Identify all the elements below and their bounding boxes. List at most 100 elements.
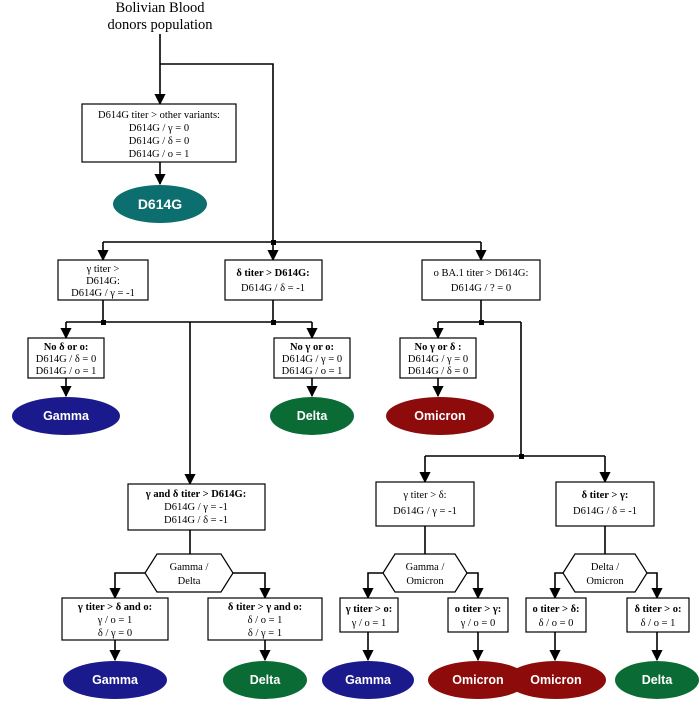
oval-omicron [506,661,606,699]
title-line-1: Bolivian Blood [115,0,205,16]
svg-text:γ titer >: γ titer > [86,264,120,275]
svg-text:Delta: Delta [642,673,674,687]
svg-text:D614G / ? = 0: D614G / ? = 0 [451,283,511,294]
svg-text:γ titer > δ and o:: γ titer > δ and o: [77,602,152,613]
svg-text:Gamma: Gamma [43,409,90,423]
svg-text:Gamma: Gamma [345,673,392,687]
svg-text:Gamma /: Gamma / [170,562,209,573]
svg-text:No δ or o:: No δ or o: [44,342,89,353]
svg-text:D614G / δ = -1: D614G / δ = -1 [241,283,305,294]
oval-omicron [428,661,528,699]
oval-gamma [322,661,414,699]
junction-dot [479,320,484,325]
svg-text:D614G:: D614G: [86,276,120,287]
svg-text:Gamma /: Gamma / [406,562,445,573]
svg-text:δ / o = 1: δ / o = 1 [248,615,283,626]
oval-omicron [386,397,494,435]
oval-gamma [12,397,120,435]
junction-dot [271,240,276,245]
svg-text:δ titer > D614G:: δ titer > D614G: [236,268,309,279]
box-gamma-titer-greater-than-o: γ titer > o: γ / o = 1 [339,597,399,633]
svg-text:Delta: Delta [250,673,282,687]
svg-text:Delta /: Delta / [591,562,619,573]
svg-text:D614G / δ = -1: D614G / δ = -1 [164,515,228,526]
outcome-gamma-2: Gamma [63,661,167,699]
svg-text:D614G / o = 1: D614G / o = 1 [282,366,343,377]
hex-gamma-omicron: Gamma / Omicron [382,553,468,593]
svg-text:D614G / δ = 0: D614G / δ = 0 [36,354,96,365]
svg-text:δ / o = 0: δ / o = 0 [539,618,574,629]
oval-delta [615,661,699,699]
svg-text:o BA.1 titer > D614G:: o BA.1 titer > D614G: [434,268,529,279]
junction-dot [101,320,106,325]
outcome-d614g: D614G [113,185,207,223]
junction-dots [101,240,524,459]
box-no-gamma-or-o: No γ or o: D614G / γ = 0 D614G / o = 1 [273,337,351,379]
box-no-gamma-or-delta: No γ or δ : D614G / γ = 0 D614G / δ = 0 [399,337,477,379]
svg-text:Gamma: Gamma [92,673,139,687]
svg-text:D614G / o = 1: D614G / o = 1 [36,366,97,377]
svg-text:δ titer > o:: δ titer > o: [634,604,681,615]
box-gamma-titer-greater: γ titer > D614G: D614G / γ = -1 [57,259,149,301]
svg-text:o titer > δ:: o titer > δ: [532,604,579,615]
svg-text:γ / o = 1: γ / o = 1 [351,618,386,629]
svg-text:γ and δ titer > D614G:: γ and δ titer > D614G: [145,489,246,500]
outcome-omicron-2: Omicron [428,661,528,699]
box-gamma-titer-greater-than-delta: γ titer > δ: D614G / γ = -1 [375,481,475,527]
outcome-gamma-3: Gamma [322,661,414,699]
svg-text:D614G / δ = 0: D614G / δ = 0 [129,136,189,147]
diagram-title: Bolivian Blood donors population [107,0,213,33]
svg-text:D614G / γ = -1: D614G / γ = -1 [393,506,457,517]
svg-text:D614G titer > other variants:: D614G titer > other variants: [98,110,220,121]
svg-text:D614G / γ = 0: D614G / γ = 0 [282,354,342,365]
svg-text:D614G / γ = 0: D614G / γ = 0 [408,354,468,365]
svg-text:D614G / γ = 0: D614G / γ = 0 [129,123,189,134]
hex-delta-omicron: Delta / Omicron [562,553,648,593]
svg-text:D614G: D614G [138,196,182,212]
outcome-delta-3: Delta [615,661,699,699]
box-gamma-and-delta-titer-greater: γ and δ titer > D614G: D614G / γ = -1 D6… [127,483,266,531]
svg-text:γ titer > o:: γ titer > o: [345,604,393,615]
box-no-delta-or-o: No δ or o: D614G / δ = 0 D614G / o = 1 [27,337,105,379]
oval-d614g [113,185,207,223]
svg-text:Omicron: Omicron [414,409,465,423]
box-o-titer-greater-than-gamma: o titer > γ: γ / o = 0 [447,597,509,633]
junction-dot [271,320,276,325]
svg-text:Delta: Delta [297,409,329,423]
svg-text:Omicron: Omicron [406,576,444,587]
box-o-titer-greater-than-delta: o titer > δ: δ / o = 0 [525,597,587,633]
svg-text:δ / γ = 1: δ / γ = 1 [248,628,282,639]
box-omicron-titer-greater: o BA.1 titer > D614G: D614G / ? = 0 [421,259,541,301]
svg-text:No γ or o:: No γ or o: [290,342,334,353]
box-delta-titer-greater-than-gamma: δ titer > γ: D614G / δ = -1 [555,481,655,527]
outcome-delta-2: Delta [223,661,307,699]
svg-text:D614G / δ = -1: D614G / δ = -1 [573,506,637,517]
svg-text:o titer > γ:: o titer > γ: [455,604,502,615]
svg-text:D614G / o = 1: D614G / o = 1 [129,149,190,160]
outcome-omicron-1: Omicron [386,397,494,435]
svg-text:δ / γ = 0: δ / γ = 0 [98,628,132,639]
outcome-omicron-3: Omicron [506,661,606,699]
svg-text:δ titer > γ:: δ titer > γ: [582,490,629,501]
oval-gamma [63,661,167,699]
svg-text:γ / o = 0: γ / o = 0 [460,618,495,629]
svg-text:δ / o = 1: δ / o = 1 [641,618,676,629]
oval-delta [223,661,307,699]
svg-text:D614G / δ = 0: D614G / δ = 0 [408,366,468,377]
svg-text:Omicron: Omicron [452,673,503,687]
svg-text:γ titer > δ:: γ titer > δ: [402,490,446,501]
svg-text:Delta: Delta [178,576,201,587]
box-d614g-titer-greater: D614G titer > other variants: D614G / γ … [81,103,237,163]
box-delta-titer-greater-than-o: δ titer > o: δ / o = 1 [626,597,690,633]
svg-text:δ titer > γ and o:: δ titer > γ and o: [228,602,302,613]
title-line-2: donors population [107,17,213,33]
svg-text:D614G / γ = -1: D614G / γ = -1 [164,502,228,513]
junction-dot [519,454,524,459]
outcome-delta-1: Delta [270,397,354,435]
svg-text:No γ or δ :: No γ or δ : [415,342,462,353]
hex-gamma-delta: Gamma / Delta [144,553,234,593]
oval-delta [270,397,354,435]
svg-text:Omicron: Omicron [586,576,624,587]
svg-text:Omicron: Omicron [530,673,581,687]
